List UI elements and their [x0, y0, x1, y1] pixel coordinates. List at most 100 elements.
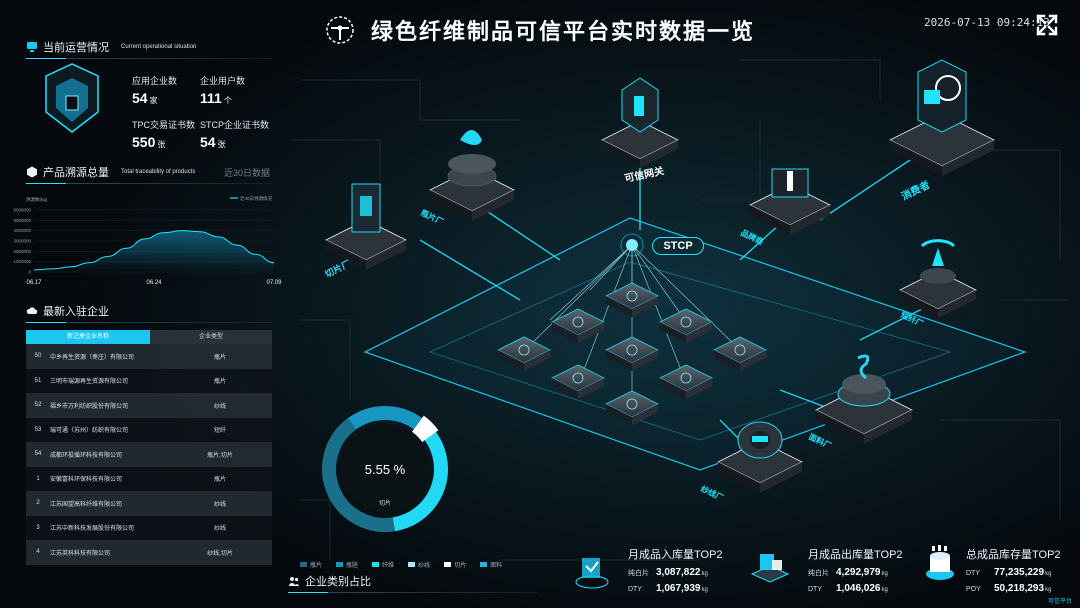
row-company-name: 瑞可通（苏州）纺织有限公司 — [50, 428, 129, 435]
y-axis-label: 溯源数(kg) — [26, 196, 48, 203]
row-id: 4 — [36, 549, 40, 556]
new-companies-title: 最新入驻企业 — [43, 306, 109, 318]
x-tick-label: 07.09 — [266, 280, 282, 286]
row-company-name: 成都环投循环科技有限公司 — [50, 452, 123, 459]
donut-segment[interactable] — [347, 406, 423, 430]
row-company-name: 三明市瑞源再生资源有限公司 — [50, 379, 129, 386]
y-tick-label: 1000000 — [13, 259, 31, 264]
inbound-box-icon — [575, 558, 609, 589]
legend-label: 瓶片 — [310, 563, 323, 569]
row-company-name: 福乡市万利纺织股份有限公司 — [50, 403, 129, 410]
row-id: 53 — [34, 426, 42, 433]
legend-swatch — [444, 562, 452, 567]
legend-item[interactable]: 纱线 — [408, 560, 430, 569]
row-company-type: 瓶片 — [213, 379, 226, 386]
table-header: 新注册企业名称 企业类型 — [26, 330, 272, 344]
legend-label: 纱线 — [418, 563, 431, 569]
row-id: 1 — [36, 475, 40, 482]
x-tick-label: 06.17 — [26, 280, 42, 286]
stat-label: 应用企业数 — [132, 76, 178, 86]
operations-divider — [26, 58, 272, 59]
new-companies-heading: 最新入驻企业 — [26, 302, 121, 320]
inbound-title: 月成品入库量TOP2 — [628, 549, 723, 561]
corner-watermark: 可信平台 — [1048, 599, 1073, 605]
stat-label: STCP企业证书数 — [200, 120, 270, 130]
page-title-text: 绿色纤维制品可信平台实时数据一览 — [371, 19, 756, 44]
brand-logo-icon — [326, 16, 354, 44]
row-company-type: 纱线 — [213, 501, 226, 508]
series-line — [33, 230, 275, 271]
series-area — [34, 230, 274, 272]
legend-label: 近30日溯源情况 — [240, 195, 273, 202]
row-company-type: 瓶片 — [213, 477, 226, 484]
category-heading: 企业类别占比 — [288, 572, 383, 590]
column-header-type[interactable]: 企业类型 — [150, 330, 272, 344]
donut-segment[interactable] — [322, 418, 395, 532]
stock-database-icon — [926, 545, 954, 580]
row-id: 50 — [34, 353, 42, 360]
y-tick-label: 3000000 — [13, 239, 31, 244]
trace-subtitle: Total traceability of products — [121, 169, 196, 175]
fullscreen-toggle-icon[interactable] — [1036, 14, 1058, 36]
operations-shield-graphic — [45, 63, 99, 133]
donut-segment[interactable] — [392, 424, 448, 532]
legend-item[interactable]: 纤维 — [372, 560, 394, 569]
legend-swatch — [408, 562, 416, 567]
operations-heading: 当前运营情况 Current operational situation — [26, 38, 196, 56]
row-id: 52 — [34, 402, 42, 409]
operations-subtitle: Current operational situation — [121, 44, 197, 50]
legend-swatch — [300, 562, 307, 567]
legend-label: 面料 — [490, 563, 503, 569]
legend-label: 纤维 — [382, 563, 395, 569]
operations-title: 当前运营情况 — [43, 42, 109, 54]
legend-label: 切片 — [454, 563, 467, 569]
x-tick-label: 06.24 — [146, 280, 162, 286]
donut-center — [341, 425, 429, 513]
row-id: 51 — [34, 377, 42, 384]
table-row[interactable]: 53 瑞可通（苏州）纺织有限公司 短纤 — [26, 417, 272, 442]
row-id: 3 — [36, 524, 40, 531]
row-company-type: 短纤 — [213, 428, 226, 435]
legend-item[interactable]: 面料 — [480, 560, 502, 569]
trace-heading: 产品溯源总量 Total traceability of products — [26, 163, 195, 181]
legend-item[interactable]: 瓶胚 — [336, 560, 358, 569]
table-row[interactable]: 51 三明市瑞源再生资源有限公司 瓶片 — [26, 368, 272, 393]
y-tick-label: 2000000 — [13, 249, 31, 254]
y-tick-label: 6000000 — [13, 208, 31, 213]
row-company-type: 瓶片,切片 — [207, 452, 233, 459]
row-id: 54 — [34, 451, 42, 458]
row-id: 2 — [36, 500, 40, 507]
category-current-label: 切片 — [378, 501, 391, 507]
legend-item[interactable]: 瓶片 — [300, 560, 322, 569]
trace-divider — [26, 183, 272, 184]
category-title: 企业类别占比 — [305, 576, 371, 588]
outbound-title: 月成品出库量TOP2 — [808, 549, 903, 561]
row-company-type: 纱线,切片 — [207, 550, 233, 557]
category-legend: 瓶片 瓶胚 纤维 纱线 切片 面料 — [300, 560, 502, 569]
stat-label: TPC交易证书数 — [132, 120, 196, 130]
table-row[interactable]: 54 成都环投循环科技有限公司 瓶片,切片 — [26, 442, 272, 467]
legend-item[interactable]: 切片 — [444, 560, 466, 569]
stcp-node-label[interactable]: STCP — [652, 237, 704, 255]
column-header-name[interactable]: 新注册企业名称 — [26, 330, 150, 344]
donut-segment[interactable] — [411, 415, 439, 443]
